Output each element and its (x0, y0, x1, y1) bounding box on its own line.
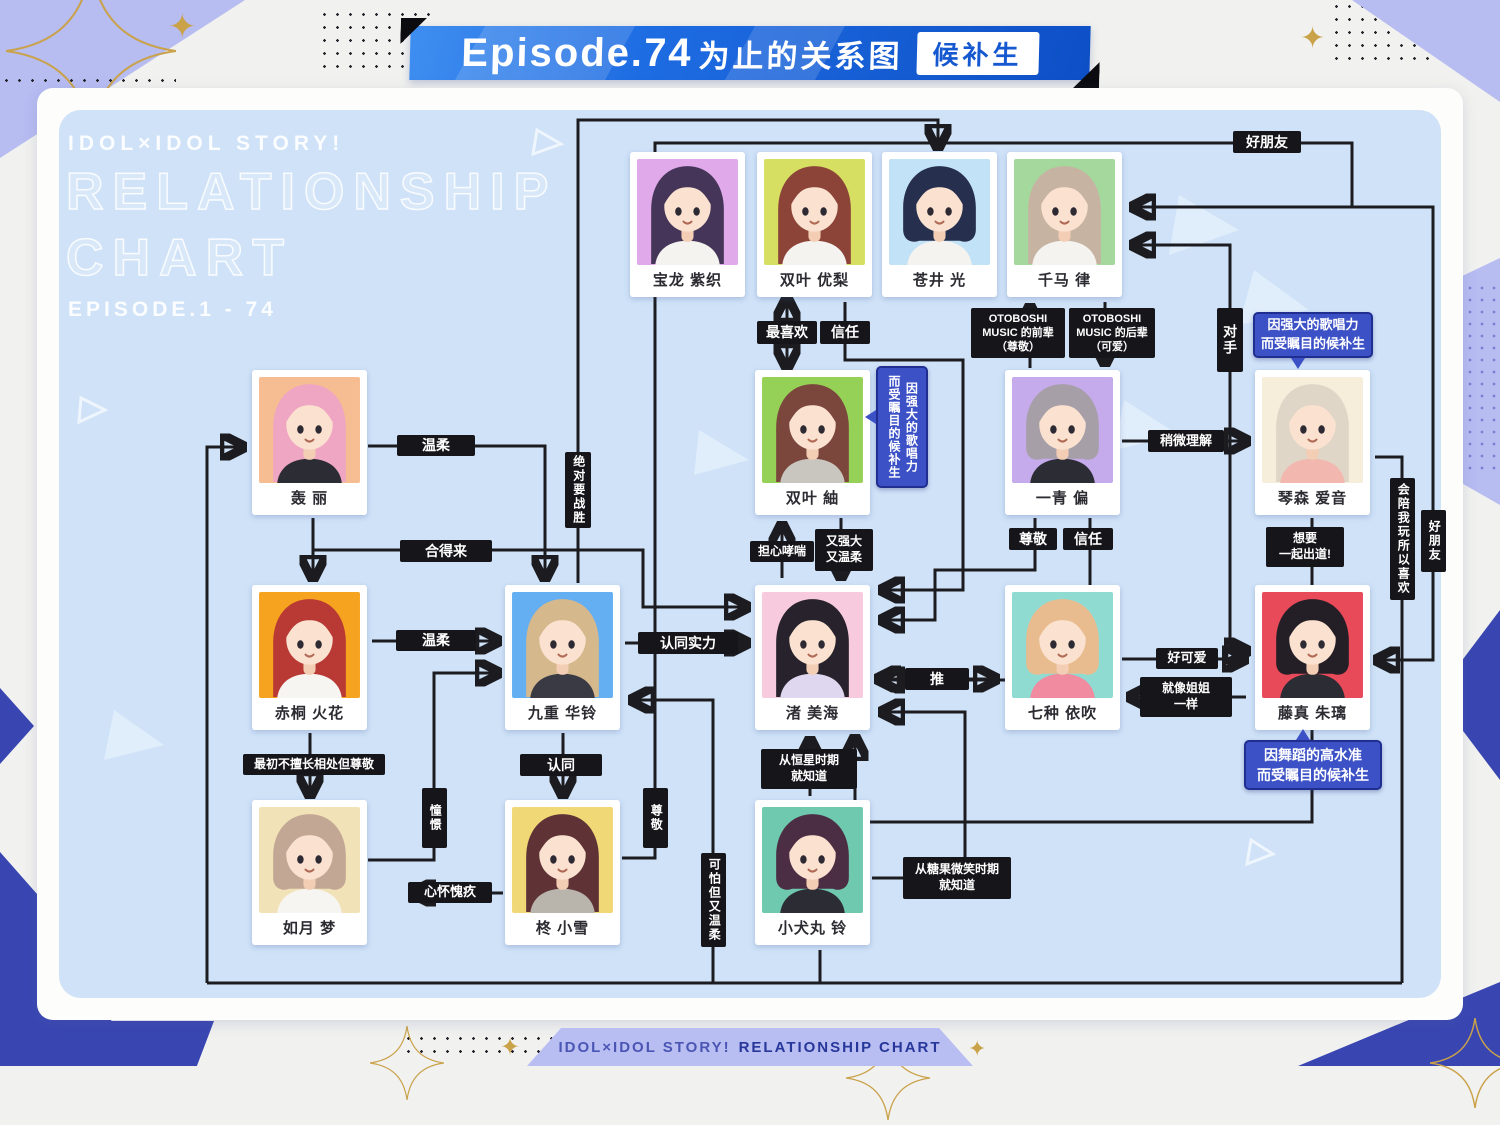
board-heading-episode: EPISODE.1 - 74 (68, 298, 277, 321)
board-heading-relationship: RELATIONSHIP (65, 162, 558, 222)
relationship-label-24: 绝对要战胜 (565, 452, 591, 528)
character-card-13: 如月 梦 (252, 800, 367, 945)
relationship-label-19: 认同 (520, 754, 602, 776)
gold-star-bottom-left: ✦ (500, 1034, 521, 1061)
callout-bubble-0: 因强大的歌唱力 而受瞩目的候补生 (1253, 312, 1373, 358)
relationship-label-4: OTOBOSHI MUSIC 的后辈 （可爱） (1069, 308, 1155, 358)
character-name: 双叶 优梨 (779, 272, 850, 289)
character-portrait (259, 807, 360, 913)
character-name: 藤真 朱璃 (1277, 705, 1348, 722)
character-card-8: 赤桐 火花 (252, 585, 367, 730)
relationship-label-27: 憧憬 (422, 788, 447, 848)
relationship-label-23: 对手 (1217, 308, 1243, 372)
character-name: 如月 梦 (282, 920, 337, 937)
relationship-label-5: 温柔 (397, 435, 475, 456)
character-card-9: 九重 华铃 (505, 585, 620, 730)
footer-ribbon: IDOL×IDOL STORY! RELATIONSHIP CHART (527, 1028, 973, 1066)
character-portrait (259, 377, 360, 483)
relationship-label-3: OTOBOSHI MUSIC 的前辈 （尊敬） (971, 308, 1065, 358)
character-name: 赤桐 火花 (274, 705, 345, 722)
relationship-label-0: 好朋友 (1233, 131, 1301, 153)
relationship-label-18: 最初不擅长相处但尊敬 (243, 754, 385, 775)
character-card-2: 苍井 光 (882, 152, 997, 297)
relationship-label-17: 就像姐姐 一样 (1140, 677, 1232, 717)
relationship-label-11: 稍微理解 (1148, 430, 1224, 452)
relationship-label-25: 会陪我玩所以喜欢 (1390, 478, 1415, 600)
character-name: 宝龙 紫织 (652, 272, 723, 289)
gold-star-bottom-right: ✦ (968, 1036, 987, 1061)
character-name: 九重 华铃 (527, 705, 598, 722)
character-portrait (1014, 159, 1115, 265)
character-card-0: 宝龙 紫织 (630, 152, 745, 297)
character-portrait (762, 592, 863, 698)
board-heading-small: IDOL×IDOL STORY! (68, 132, 345, 155)
character-portrait (762, 807, 863, 913)
character-name: 双叶 紬 (785, 490, 840, 507)
character-name: 千马 律 (1037, 272, 1092, 289)
character-name: 七种 依吹 (1027, 705, 1098, 722)
relationship-label-26: 好朋友 (1421, 510, 1446, 572)
callout-tail (1296, 729, 1310, 740)
character-portrait (1012, 377, 1113, 483)
character-portrait (512, 807, 613, 913)
relationship-chart-poster: { "banner": { "title_en": "Episode.74", … (0, 0, 1500, 1066)
character-portrait (259, 592, 360, 698)
character-name: 一青 偏 (1035, 490, 1090, 507)
character-card-5: 双叶 紬 (755, 370, 870, 515)
character-card-3: 千马 律 (1007, 152, 1122, 297)
character-card-11: 七种 依吹 (1005, 585, 1120, 730)
character-card-14: 柊 小雪 (505, 800, 620, 945)
character-portrait (1012, 592, 1113, 698)
character-card-7: 琴森 爱音 (1255, 370, 1370, 515)
relationship-label-7: 担心哮喘 (750, 541, 814, 562)
relationship-label-9: 尊敬 (1009, 528, 1057, 550)
callout-bubble-2: 因强大的歌唱力 而受瞩目的候补生 (876, 366, 928, 488)
relationship-label-2: 信任 (820, 321, 870, 344)
character-card-6: 一青 偏 (1005, 370, 1120, 515)
relationship-label-1: 最喜欢 (757, 321, 817, 344)
character-portrait (637, 159, 738, 265)
character-name: 琴森 爱音 (1277, 490, 1348, 507)
relationship-label-14: 认同实力 (638, 632, 738, 654)
character-portrait (762, 377, 863, 483)
character-portrait (1262, 377, 1363, 483)
character-portrait (512, 592, 613, 698)
relationship-label-16: 好可爱 (1156, 648, 1218, 669)
relationship-label-29: 可怕但又温柔 (701, 853, 726, 947)
relationship-label-13: 温柔 (396, 630, 476, 651)
relationship-label-28: 尊敬 (643, 788, 668, 848)
relationship-label-6: 合得来 (400, 540, 492, 562)
character-card-12: 藤真 朱璃 (1255, 585, 1370, 730)
character-portrait (1262, 592, 1363, 698)
callout-bubble-1: 因舞蹈的高水准 而受瞩目的候补生 (1244, 740, 1382, 790)
character-name: 轰 丽 (290, 490, 329, 507)
relationship-label-21: 心怀愧疚 (408, 882, 492, 903)
callout-tail (865, 410, 876, 424)
character-name: 渚 美海 (785, 705, 840, 722)
gold-star-top-right: ✦ (1300, 22, 1326, 55)
character-card-1: 双叶 优梨 (757, 152, 872, 297)
relationship-label-20: 从恒星时期 就知道 (761, 749, 857, 789)
character-portrait (889, 159, 990, 265)
footer-text-left: IDOL×IDOL STORY! (558, 1038, 731, 1056)
callout-tail (1291, 358, 1305, 369)
character-name: 苍井 光 (912, 272, 967, 289)
board-heading-chart: CHART (65, 228, 293, 288)
character-name: 柊 小雪 (535, 920, 590, 937)
character-card-10: 渚 美海 (755, 585, 870, 730)
character-portrait (764, 159, 865, 265)
relationship-label-22: 从糖果微笑时期 就知道 (903, 857, 1011, 899)
character-card-4: 轰 丽 (252, 370, 367, 515)
gold-star-top-left: ✦ (168, 8, 197, 46)
relationship-label-12: 想要 一起出道! (1266, 527, 1344, 567)
character-name: 小犬丸 铃 (777, 920, 848, 937)
footer-text-right: RELATIONSHIP CHART (738, 1038, 942, 1056)
character-card-15: 小犬丸 铃 (755, 800, 870, 945)
relationship-label-15: 推 (905, 668, 969, 690)
relationship-label-8: 又强大 又温柔 (815, 529, 873, 571)
relationship-label-10: 信任 (1063, 528, 1113, 550)
